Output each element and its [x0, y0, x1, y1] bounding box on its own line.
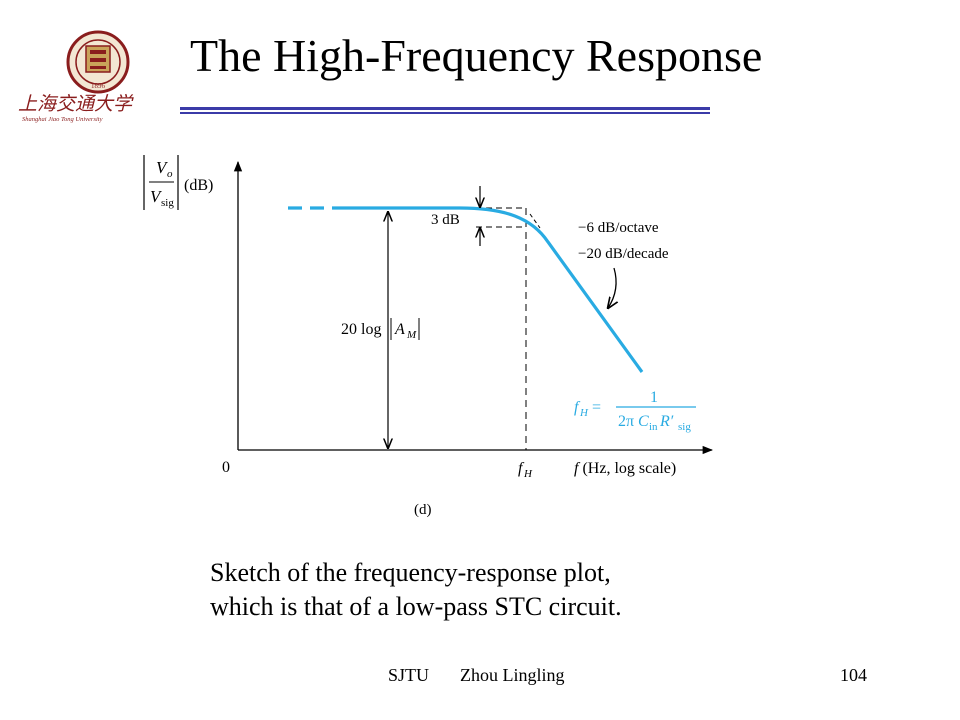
seal-year: 1896: [91, 82, 106, 90]
response-curve: [345, 206, 644, 373]
frequency-response-figure: V o V sig (dB) 3 dB 20 log A M: [130, 150, 720, 530]
figure-caption: Sketch of the frequency-response plot, w…: [210, 556, 770, 624]
svg-text:V: V: [150, 187, 163, 206]
logo-chinese-name: 上海交通大学: [18, 93, 134, 115]
seal-icon: 1896: [66, 30, 130, 94]
svg-text:20 log: 20 log: [341, 321, 385, 338]
svg-text:o: o: [167, 168, 173, 180]
slide-title: The High-Frequency Response: [190, 30, 763, 81]
svg-text:in: in: [649, 421, 658, 433]
svg-text:R′: R′: [659, 413, 674, 430]
title-rule: [180, 107, 710, 115]
logo-roman-name: Shanghai Jiao Tong University: [22, 116, 103, 123]
svg-text:f (Hz, log scale): f (Hz, log scale): [574, 460, 676, 477]
svg-text:2π: 2π: [618, 413, 634, 430]
svg-text:A: A: [394, 321, 405, 338]
caption-line-2: which is that of a low-pass STC circuit.: [210, 592, 622, 621]
svg-text:sig: sig: [161, 197, 174, 209]
caption-line-1: Sketch of the frequency-response plot,: [210, 558, 611, 587]
svg-text:(dB): (dB): [184, 177, 213, 194]
three-db-label: 3 dB: [431, 212, 460, 228]
university-logo: 1896 上海交通大学 Shanghai Jiao Tong Universit…: [12, 28, 162, 124]
fh-formula: f H = 1 2π C in R′ sig: [574, 389, 696, 433]
svg-text:sig: sig: [678, 421, 691, 433]
x-axis-label: f (Hz, log scale): [574, 460, 676, 477]
footer-author: Zhou Lingling: [460, 665, 565, 685]
slope-label-octave: −6 dB/octave: [578, 220, 659, 236]
slope-pointer-arrow: [608, 267, 616, 308]
slope-label-decade: −20 dB/decade: [578, 246, 669, 262]
svg-text:f: f: [574, 399, 581, 416]
svg-text:M: M: [406, 329, 417, 341]
asymptote-extension: [529, 213, 541, 229]
panel-label: (d): [414, 502, 432, 518]
y-axis-label: V o V sig (dB): [143, 155, 213, 210]
svg-text:f: f: [518, 460, 525, 477]
svg-text:C: C: [638, 413, 649, 430]
svg-text:=: =: [588, 399, 605, 416]
page-number: 104: [840, 665, 867, 685]
svg-text:1: 1: [650, 389, 658, 406]
svg-text:V: V: [156, 158, 169, 177]
fh-tick-label: f H: [518, 460, 533, 480]
svg-text:H: H: [579, 407, 589, 419]
origin-label: 0: [222, 459, 230, 476]
gain-label: 20 log A M: [341, 318, 420, 341]
footer-org: SJTU: [388, 665, 430, 685]
svg-text:H: H: [523, 468, 533, 480]
